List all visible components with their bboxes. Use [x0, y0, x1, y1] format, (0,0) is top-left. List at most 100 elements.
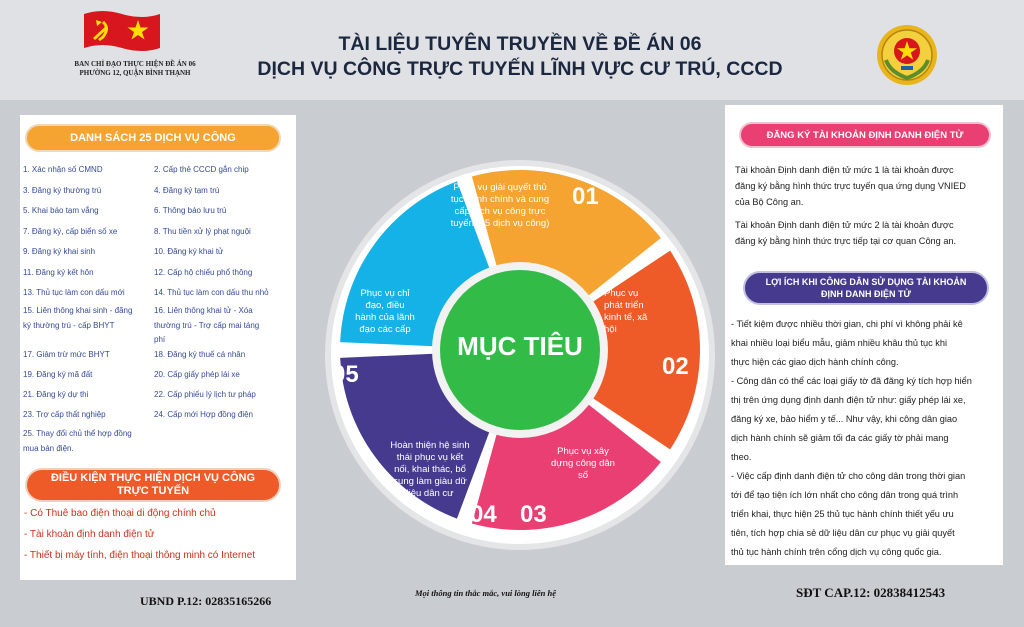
segment-03-text: Phục vụ xây dựng công dân số [538, 446, 628, 482]
right-panel: ĐĂNG KÝ TÀI KHOẢN ĐỊNH DANH ĐIỆN TỬ Tài … [725, 105, 1003, 565]
ward-phone: UBND P.12: 02835165266 [140, 594, 272, 608]
service-item: 20. Cấp giấy phép lái xe [154, 370, 240, 379]
segment-line: kinh tế, xã [604, 312, 648, 323]
condition-item: - Có Thuê bao điện thoại di động chính c… [24, 508, 216, 519]
center-label: MỤC TIÊU [457, 331, 583, 361]
service-item: 8. Thu tiền xử lý phạt nguội [154, 227, 251, 236]
segment-04-number: 04 [470, 501, 497, 528]
segment-line: Hoàn thiện hệ sinh [390, 440, 470, 451]
service-item: 18. Đăng ký thuế cá nhân [154, 350, 246, 359]
service-item: 5. Khai báo tạm vắng [23, 206, 99, 215]
service-item: thường trú - Trợ cấp mai táng [154, 321, 260, 330]
service-item: 14. Thủ tục làm con dấu thu nhỏ [154, 288, 269, 297]
service-item: 17. Giảm trừ mức BHYT [23, 350, 110, 359]
account-line: của Bộ Công an. [735, 197, 804, 207]
segment-line: phát triển [604, 300, 644, 311]
services-heading: DANH SÁCH 25 DỊCH VỤ CÔNG [25, 124, 281, 152]
service-item: 4. Đăng ký tạm trú [154, 186, 220, 195]
benefits-heading: LỢI ÍCH KHI CÔNG DÂN SỬ DỤNG TÀI KHOẢN Đ… [743, 271, 989, 305]
segment-line: đạo, điều [365, 300, 405, 311]
conditions-heading: ĐIỀU KIỆN THỰC HIỆN DỊCH VỤ CÔNG TRỰC TU… [25, 468, 281, 502]
service-item: 1. Xác nhận số CMND [23, 165, 103, 174]
page-title: TÀI LIỆU TUYÊN TRUYỀN VỀ ĐỀ ÁN 06 DỊCH V… [230, 32, 810, 82]
account-line: đăng ký bằng hình thức trực tiếp tại cơ … [735, 236, 957, 246]
segment-02 [585, 250, 700, 450]
account-line: đăng ký bằng hình thức trực tuyến qua ứn… [735, 181, 966, 191]
segment-01-number: 01 [572, 183, 599, 210]
service-item: ký thường trú - cấp BHYT [23, 321, 115, 330]
benefit-line: - Công dân có thể các loại giấy tờ đã đă… [731, 376, 972, 386]
center-circle [440, 270, 600, 430]
segment-line: sung làm giàu dữ [393, 476, 467, 487]
service-item: 10. Đăng ký khai tử [154, 247, 224, 256]
conditions-heading-line2: TRỰC TUYẾN [116, 485, 190, 497]
account-heading: ĐĂNG KÝ TÀI KHOẢN ĐỊNH DANH ĐIỆN TỬ [739, 122, 991, 148]
segment-line: cấp dịch vụ công trực [454, 206, 546, 217]
condition-item: - Tài khoản định danh điện tử [24, 529, 155, 540]
service-item: 9. Đăng ký khai sinh [23, 247, 96, 256]
org-name-line2: PHƯỜNG 12, QUẬN BÌNH THẠNH [79, 69, 191, 77]
segment-line: nối, khai thác, bổ [394, 464, 466, 475]
conditions-heading-line1: ĐIỀU KIỆN THỰC HIỆN DỊCH VỤ CÔNG [50, 472, 256, 484]
service-item: 24. Cấp mới Hợp đồng điện [154, 410, 253, 419]
benefit-line: thực hiện các giao dịch hành chính công. [731, 357, 899, 367]
segment-02-text: Phục vụ phát triển kinh tế, xã hội [604, 288, 660, 336]
service-item: 6. Thông báo lưu trú [154, 206, 227, 215]
party-flag-block: BAN CHỈ ĐẠO THỰC HIỆN ĐỀ ÁN 06 PHƯỜNG 12… [60, 8, 210, 86]
segment-line: hành của lãnh [355, 312, 415, 323]
benefit-line: tới để tạo tiện ích lớn nhất cho công dâ… [731, 490, 959, 500]
segment-line: Phục vụ giải quyết thủ [453, 182, 547, 193]
account-line: Tài khoản Định danh điện tử mức 2 là tài… [735, 220, 954, 230]
benefit-line: tiên, tích hợp chia sẻ dữ liệu dân cư ph… [731, 528, 955, 538]
benefits-heading-line2: ĐỊNH DANH ĐIỆN TỬ [821, 289, 911, 299]
benefit-line: theo. [731, 452, 752, 462]
segment-line: Phục vụ xây [557, 446, 609, 457]
segment-line: liệu dân cư [406, 488, 454, 499]
benefit-line: khai nhiều loại biểu mẫu, giảm nhiều khâ… [731, 338, 948, 348]
benefit-line: thị trên ứng dụng định danh điện tử như:… [731, 395, 966, 405]
service-item: phí [154, 335, 166, 344]
service-item: 2. Cấp thẻ CCCD gắn chip [154, 165, 249, 174]
benefit-line: - Việc cấp định danh điện tử cho công dâ… [731, 471, 966, 481]
segment-line: Phục vụ chỉ [360, 288, 410, 299]
segment-line: Phục vụ [604, 288, 639, 299]
left-panel: DANH SÁCH 25 DỊCH VỤ CÔNG 1. Xác nhận số… [20, 115, 296, 580]
header: BAN CHỈ ĐẠO THỰC HIỆN ĐỀ ÁN 06 PHƯỜNG 12… [0, 0, 1024, 100]
benefit-line: đăng ký xe, bảo hiểm y tế... Như vậy, kh… [731, 414, 958, 424]
benefit-line: triển khai, thực hiện 25 thủ tục hành ch… [731, 509, 954, 519]
segment-05-number: 05 [332, 361, 359, 388]
police-phone: SĐT CAP.12: 02838412543 [796, 585, 946, 600]
party-flag-icon [84, 11, 160, 51]
segment-line: tuyến (25 dịch vụ công) [450, 218, 550, 229]
objectives-wheel: MỤC TIÊU Phục vụ giải quyết thủ tục hành… [320, 155, 720, 555]
benefit-line: dịch hành chính sẽ giảm tối đa các giấy … [731, 433, 949, 443]
police-emblem-icon [877, 25, 937, 85]
title-line1: TÀI LIỆU TUYÊN TRUYỀN VỀ ĐỀ ÁN 06 [338, 33, 702, 55]
benefits-heading-line1: LỢI ÍCH KHI CÔNG DÂN SỬ DỤNG TÀI KHOẢN [765, 277, 967, 287]
segment-01-text: Phục vụ giải quyết thủ tục hành chính và… [430, 182, 570, 230]
contact-note: Mọi thông tin thắc mắc, vui lòng liên hệ [415, 588, 556, 598]
service-item: 22. Cấp phiếu lý lịch tư pháp [154, 390, 256, 399]
benefit-line: thủ tục hành chính trên cổng dịch vụ côn… [731, 547, 942, 557]
condition-item: - Thiết bị máy tính, điện thoại thông mi… [24, 550, 256, 561]
segment-04-text: Hoàn thiện hệ sinh thái phục vụ kết nối,… [378, 440, 482, 500]
segment-line: dựng công dân [551, 458, 615, 469]
service-item: 25. Thay đổi chủ thể hợp đồng [23, 429, 132, 438]
service-item: 23. Trợ cấp thất nghiệp [23, 410, 106, 419]
service-item: 11. Đăng ký kết hôn [23, 268, 94, 277]
wheel-graphic [325, 160, 715, 550]
service-item: 15. Liên thông khai sinh - đăng [23, 306, 133, 315]
segment-line: đạo các cấp [359, 324, 411, 335]
service-item: 3. Đăng ký thường trú [23, 186, 102, 195]
service-item: 7. Đăng ký, cấp biển số xe [23, 227, 118, 236]
benefit-line: - Tiết kiệm được nhiều thời gian, chi ph… [731, 319, 963, 329]
segment-line: thái phục vụ kết [396, 452, 464, 463]
service-item: 13. Thủ tục làm con dấu mới [23, 288, 125, 297]
segment-02-number: 02 [662, 353, 689, 380]
service-item: 21. Đăng ký dự thi [23, 390, 89, 399]
title-line2: DỊCH VỤ CÔNG TRỰC TUYẾN LĨNH VỰC CƯ TRÚ,… [257, 58, 783, 80]
segment-line: tục hành chính và cung [450, 194, 550, 205]
segment-03-number: 03 [520, 501, 547, 528]
segment-line: số [577, 470, 589, 481]
